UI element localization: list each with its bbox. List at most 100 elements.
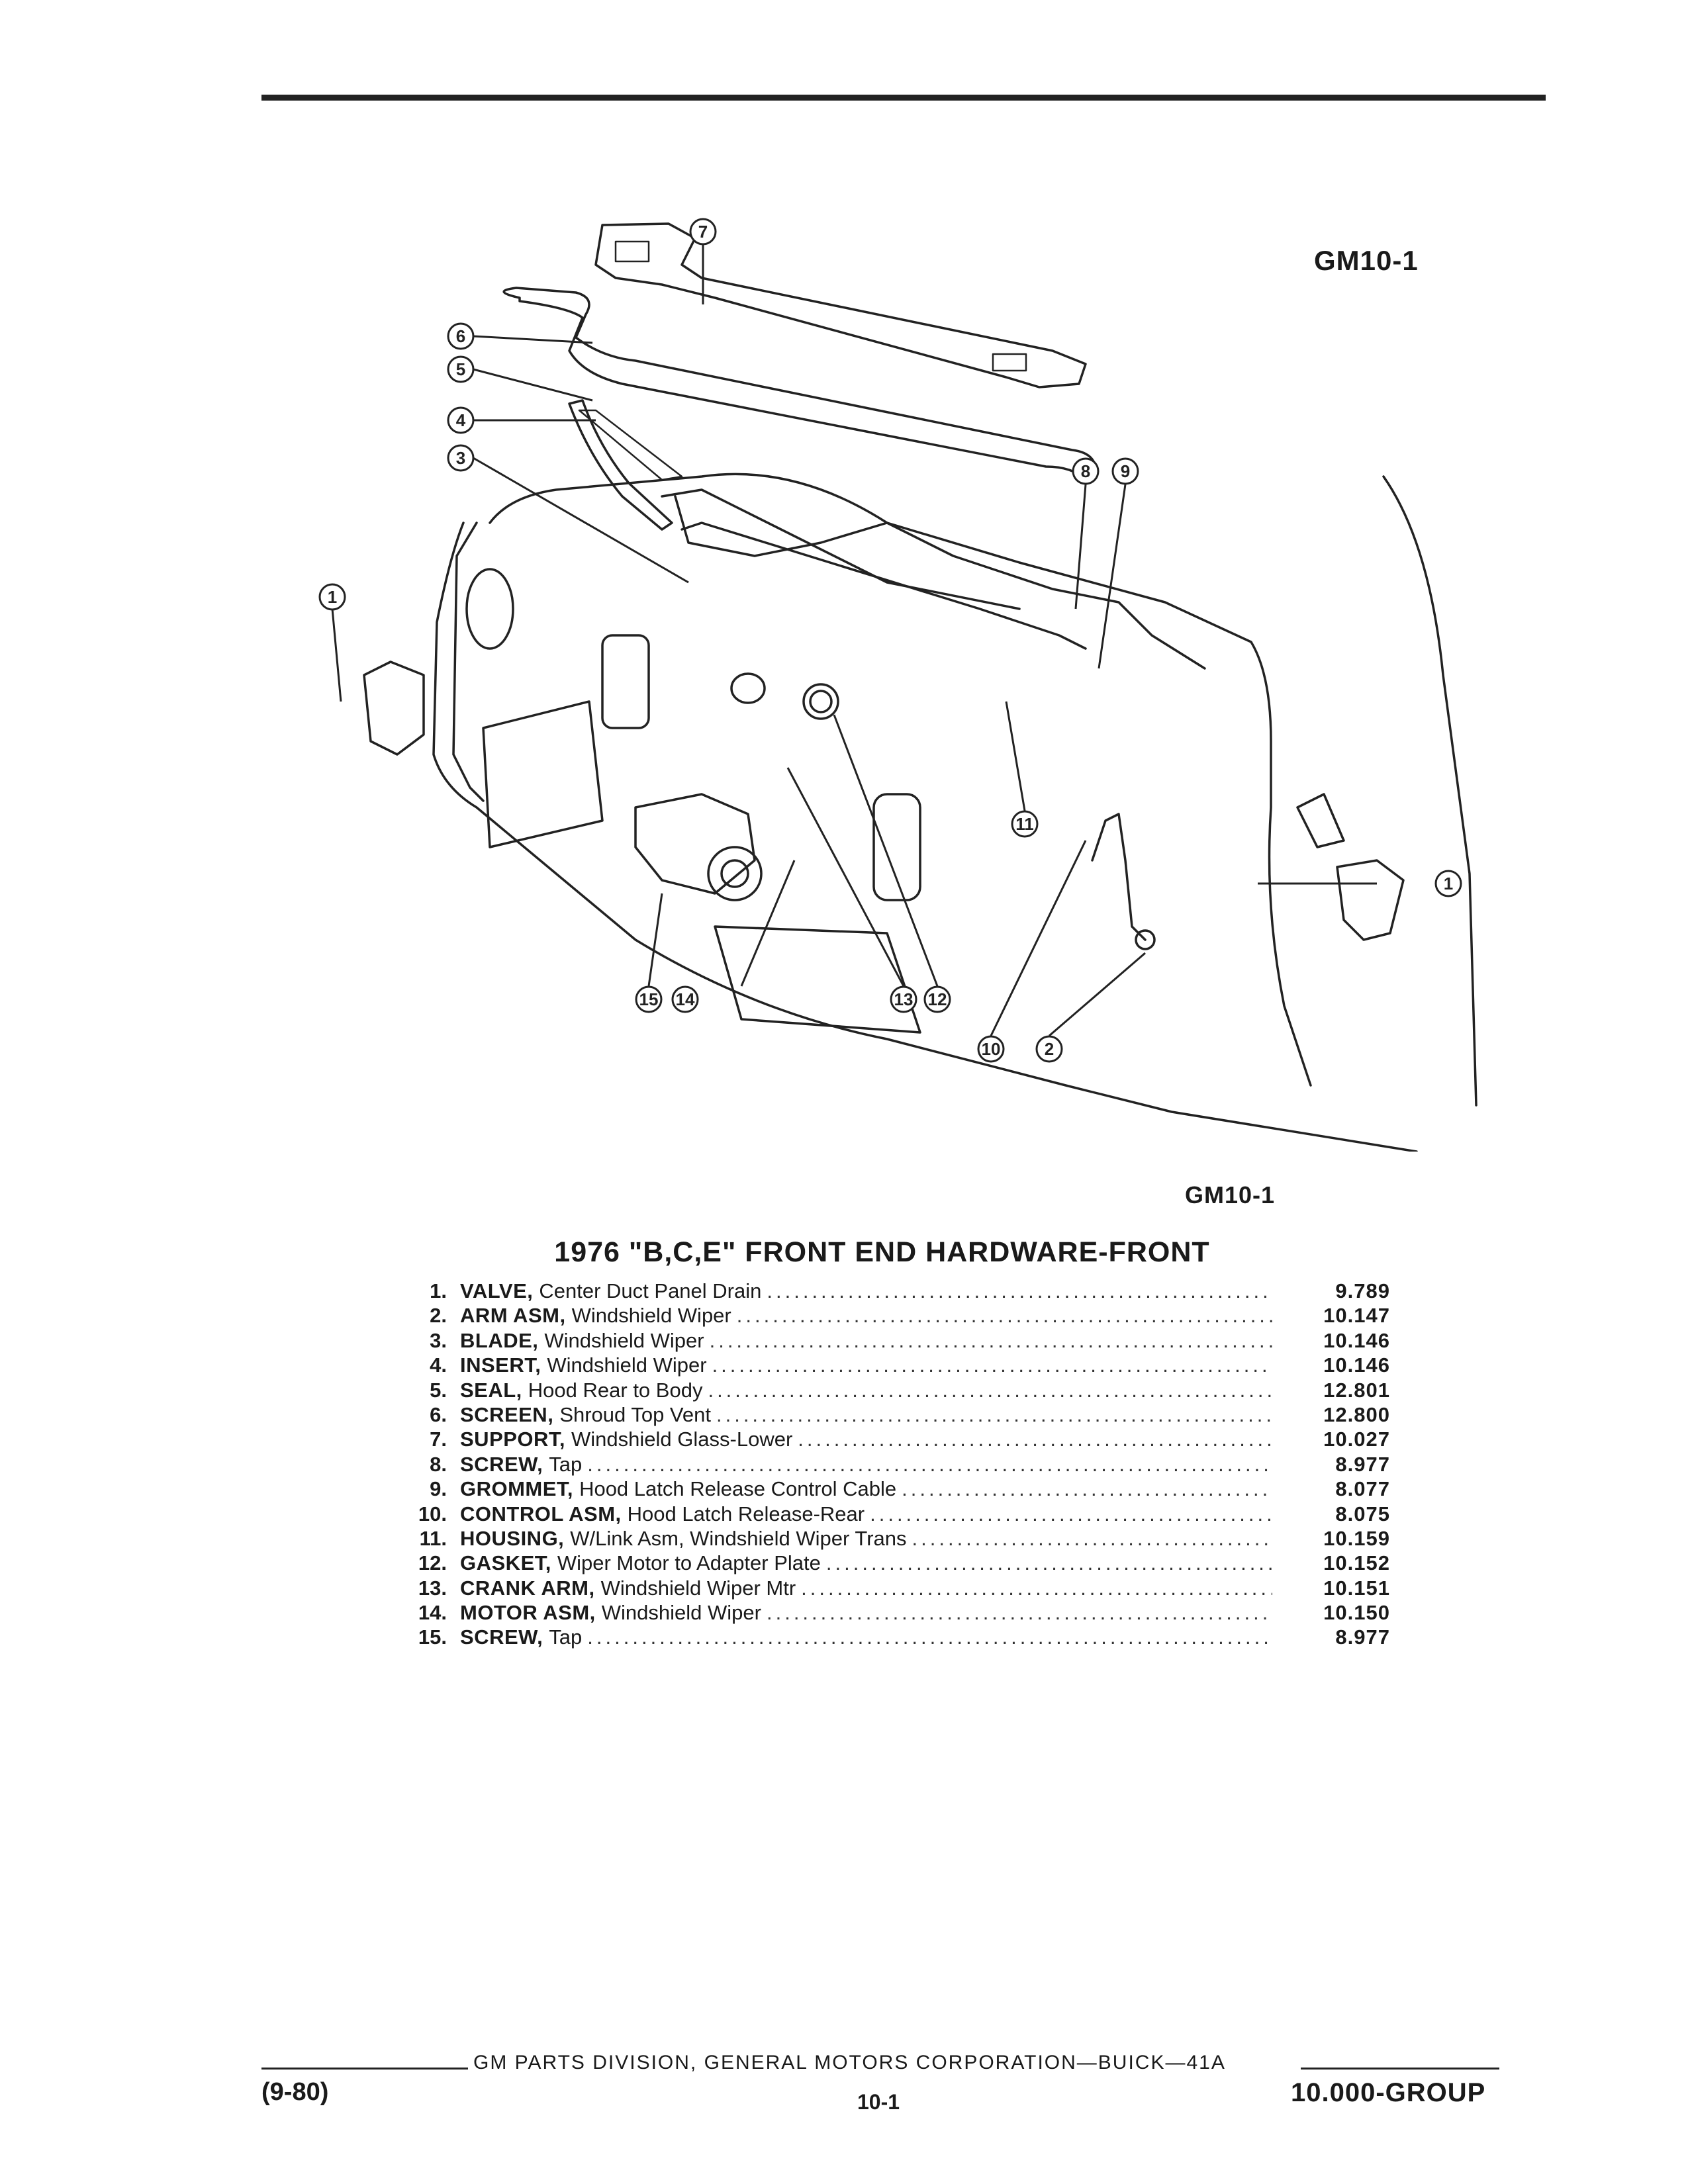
part-description: Windshield Wiper xyxy=(571,1304,731,1328)
part-row: 3.BLADE,Windshield Wiper................… xyxy=(391,1328,1390,1353)
part-description: Shroud Top Vent xyxy=(559,1402,711,1426)
part-row: 12.GASKET,Wiper Motor to Adapter Plate..… xyxy=(391,1551,1390,1575)
part-row: 14.MOTOR ASM,Windshield Wiper...........… xyxy=(391,1600,1390,1625)
callout-10: 10 xyxy=(977,1035,1005,1063)
drain-valve-left-shape xyxy=(363,660,425,756)
part-reference: 12.801 xyxy=(1323,1378,1390,1402)
part-reference: 10.159 xyxy=(1323,1526,1390,1550)
dot-leader: ........................................… xyxy=(801,1576,1272,1600)
gasket-shape xyxy=(802,683,839,720)
dot-leader: ........................................… xyxy=(736,1304,1272,1328)
part-description: Tap xyxy=(549,1452,583,1476)
part-description: Hood Rear to Body xyxy=(528,1378,703,1402)
part-reference: 10.146 xyxy=(1323,1328,1390,1352)
dot-leader: ........................................… xyxy=(766,1601,1272,1625)
svg-text:1: 1 xyxy=(1444,874,1453,893)
part-row: 8.SCREW,Tap.............................… xyxy=(391,1452,1390,1477)
svg-text:2: 2 xyxy=(1045,1039,1054,1059)
callout-4: 5 xyxy=(447,355,475,383)
callout-11: 11 xyxy=(1011,810,1039,838)
part-description: Windshield Wiper Mtr xyxy=(600,1576,796,1600)
part-row: 4.INSERT,Windshield Wiper...............… xyxy=(391,1353,1390,1377)
parts-list: 1.VALVE,Center Duct Panel Drain.........… xyxy=(391,1279,1390,1650)
part-name: CRANK ARM, xyxy=(460,1576,595,1600)
callout-6: 7 xyxy=(689,218,717,246)
svg-text:4: 4 xyxy=(456,410,466,430)
part-row: 13.CRANK ARM,Windshield Wiper Mtr.......… xyxy=(391,1576,1390,1600)
callout-13: 13 xyxy=(890,985,917,1013)
part-number: 11. xyxy=(419,1526,447,1550)
callout-2: 3 xyxy=(447,444,475,472)
footer-date: (9-80) xyxy=(261,2078,329,2106)
part-name: HOUSING, xyxy=(460,1526,565,1550)
callout-7: 8 xyxy=(1072,457,1100,485)
cowl-panel-shape xyxy=(432,522,1418,1152)
dot-leader: ........................................… xyxy=(708,1378,1272,1402)
dot-leader: ........................................… xyxy=(712,1353,1272,1377)
part-reference: 10.027 xyxy=(1323,1428,1390,1451)
figure-id-top: GM10-1 xyxy=(1314,245,1419,276)
part-number: 10. xyxy=(418,1502,447,1525)
dot-leader: ........................................… xyxy=(767,1279,1272,1302)
svg-text:7: 7 xyxy=(698,222,708,242)
part-row: 9.GROMMET,Hood Latch Release Control Cab… xyxy=(391,1477,1390,1501)
callout-1-left: 1 xyxy=(318,583,346,611)
part-number: 5. xyxy=(430,1378,447,1402)
part-number: 4. xyxy=(430,1353,447,1377)
part-description: Center Duct Panel Drain xyxy=(539,1279,762,1302)
part-reference: 8.977 xyxy=(1335,1625,1390,1649)
page-title: 1976 "B,C,E" FRONT END HARDWARE-FRONT xyxy=(554,1236,1210,1268)
svg-text:10: 10 xyxy=(982,1039,1001,1059)
part-reference: 12.800 xyxy=(1323,1402,1390,1426)
part-number: 6. xyxy=(430,1402,447,1426)
part-number: 14. xyxy=(418,1601,447,1625)
part-reference: 10.146 xyxy=(1323,1353,1390,1377)
dot-leader: ........................................… xyxy=(587,1625,1272,1649)
part-row: 7.SUPPORT,Windshield Glass-Lower........… xyxy=(391,1427,1390,1451)
callout-12: 12 xyxy=(923,985,951,1013)
part-reference: 8.075 xyxy=(1335,1502,1390,1525)
callout-3: 4 xyxy=(447,406,475,434)
top-rule xyxy=(261,95,1546,101)
part-description: Hood Latch Release Control Cable xyxy=(579,1477,897,1501)
callout-9: 2 xyxy=(1035,1035,1063,1063)
part-description: Wiper Motor to Adapter Plate xyxy=(557,1551,821,1575)
figure-id-bottom: GM10-1 xyxy=(1185,1181,1276,1208)
part-name: MOTOR ASM, xyxy=(460,1601,596,1625)
dot-leader: ........................................… xyxy=(902,1477,1272,1501)
part-name: ARM ASM, xyxy=(460,1304,566,1328)
shroud-screen-shape xyxy=(594,222,1087,388)
part-name: INSERT, xyxy=(460,1353,541,1377)
page-number: 10-1 xyxy=(857,2090,900,2114)
part-description: Hood Latch Release-Rear xyxy=(627,1502,865,1525)
svg-text:6: 6 xyxy=(456,326,465,346)
callout-14: 14 xyxy=(671,985,699,1013)
svg-text:15: 15 xyxy=(639,989,659,1009)
svg-text:12: 12 xyxy=(928,989,947,1009)
svg-text:5: 5 xyxy=(456,359,465,379)
part-name: GROMMET, xyxy=(460,1477,574,1501)
part-description: Windshield Wiper xyxy=(544,1328,704,1352)
part-name: GASKET, xyxy=(460,1551,551,1575)
svg-text:14: 14 xyxy=(676,989,695,1009)
callout-5: 6 xyxy=(447,322,475,350)
dot-leader: ........................................… xyxy=(716,1402,1272,1426)
part-reference: 10.150 xyxy=(1323,1601,1390,1625)
part-reference: 8.977 xyxy=(1335,1452,1390,1476)
part-row: 2. ARM ASM,Windshield Wiper..............… xyxy=(391,1303,1390,1328)
part-number: 7. xyxy=(430,1428,447,1451)
callout-1-right: 1 xyxy=(1434,870,1462,897)
dot-leader: ........................................… xyxy=(870,1502,1272,1525)
dot-leader: ........................................… xyxy=(798,1428,1272,1451)
footer-company: GM PARTS DIVISION, GENERAL MOTORS CORPOR… xyxy=(473,2052,1226,2073)
part-name: CONTROL ASM, xyxy=(460,1502,622,1525)
dot-leader: ........................................… xyxy=(709,1328,1272,1352)
control-cable-shape xyxy=(1091,813,1147,941)
part-number: 2. xyxy=(430,1304,447,1328)
dot-leader: ........................................… xyxy=(825,1551,1272,1575)
part-name: SEAL, xyxy=(460,1378,522,1402)
part-reference: 10.147 xyxy=(1323,1304,1390,1328)
part-number: 3. xyxy=(430,1328,447,1352)
part-name: SCREEN, xyxy=(460,1402,554,1426)
wiper-motor-shape xyxy=(634,793,756,895)
